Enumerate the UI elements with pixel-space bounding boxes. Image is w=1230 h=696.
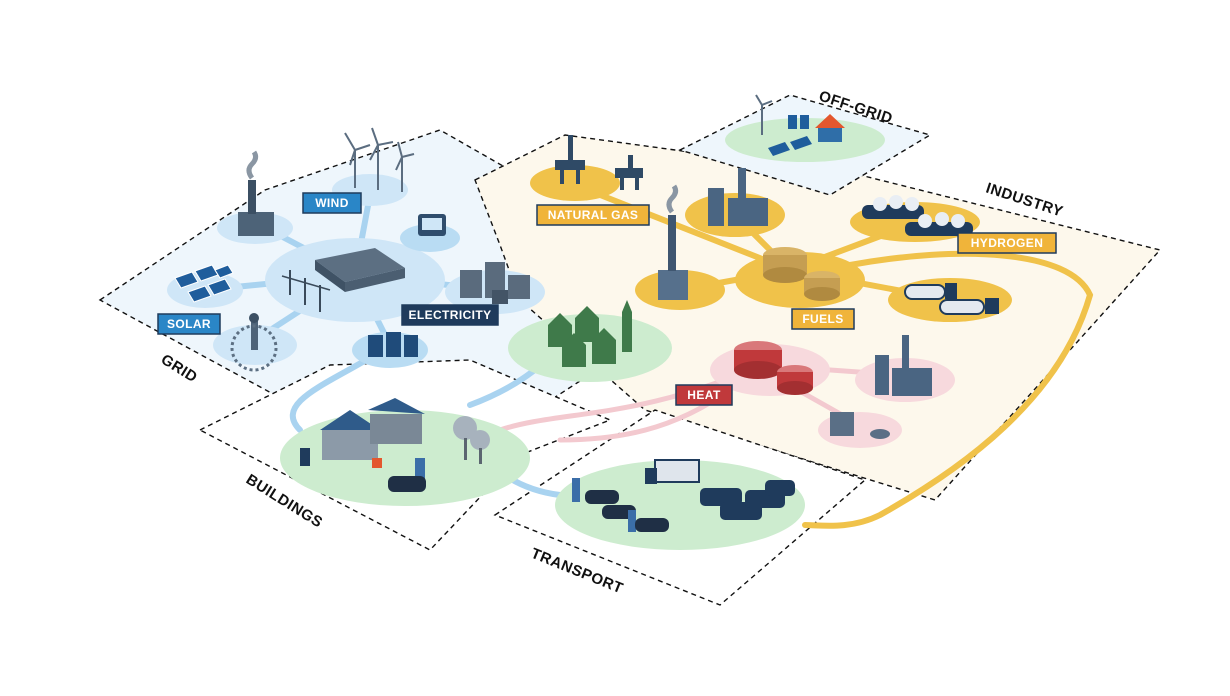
tag-hydrogen-label: HYDROGEN (971, 236, 1044, 250)
tanker-trucks-icon (904, 283, 999, 315)
off-grid-house-icon (755, 94, 845, 156)
tag-solar-label: SOLAR (167, 317, 211, 331)
tag-wind: WIND (302, 192, 362, 214)
small-plant-icon (830, 412, 890, 439)
trains-icon (700, 480, 795, 520)
houses-icon (300, 398, 425, 468)
tag-natural-gas-label: NATURAL GAS (548, 208, 639, 222)
ev-charger-car-icon (388, 458, 426, 492)
truck-icon (645, 459, 700, 484)
electric-cars-icon (572, 478, 669, 532)
data-center-icon (368, 332, 418, 357)
offshore-rigs-icon (555, 135, 643, 190)
tag-wind-label: WIND (315, 196, 349, 210)
fuel-tanks-icon (763, 247, 840, 301)
tag-heat-label: HEAT (687, 388, 721, 402)
gas-factory-icon (658, 184, 688, 300)
tag-hydrogen: HYDROGEN (957, 232, 1057, 254)
village-houses-icon (548, 300, 632, 367)
tag-electricity: ELECTRICITY (401, 304, 499, 326)
battery-storage-icon (418, 214, 446, 236)
substation-icon (281, 248, 405, 312)
power-plant-icon (238, 150, 274, 236)
industrial-buildings-icon (460, 262, 530, 304)
refinery-icon (708, 168, 768, 226)
trees-icon (453, 416, 490, 464)
heat-tanks-icon (734, 341, 813, 395)
solar-panels-icon (174, 264, 234, 303)
tag-heat: HEAT (675, 384, 733, 406)
zone-label-grid: GRID (158, 351, 201, 386)
heat-factory-icon (875, 335, 932, 396)
tag-electricity-label: ELECTRICITY (408, 308, 491, 322)
tag-natural-gas: NATURAL GAS (536, 204, 650, 226)
solar-thermal-icon (230, 313, 278, 372)
wind-turbines-icon (344, 127, 415, 192)
tag-solar: SOLAR (157, 313, 221, 335)
hydrogen-ships-icon (862, 195, 973, 236)
tag-fuels: FUELS (791, 308, 855, 330)
tag-fuels-label: FUELS (802, 312, 843, 326)
